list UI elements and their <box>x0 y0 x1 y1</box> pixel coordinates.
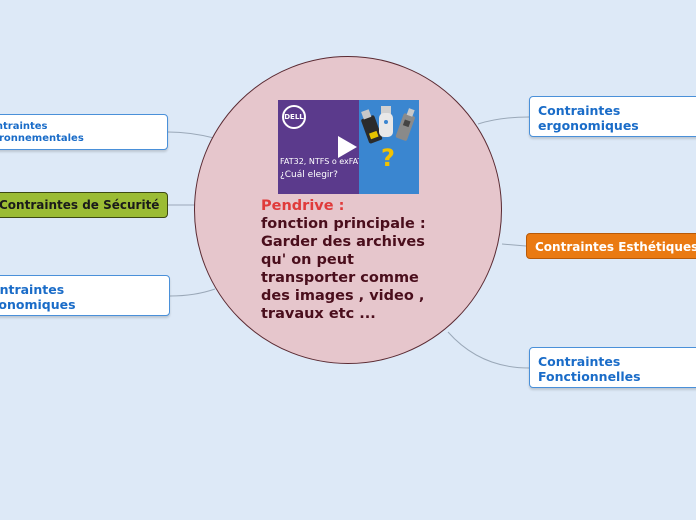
connector-economiques <box>169 288 216 297</box>
node-label: Contraintes Esthétiques <box>535 240 696 254</box>
node-label-line1: ontraintes <box>0 121 48 132</box>
thumbnail-caption-2: ¿Cuál elegir? <box>280 170 338 180</box>
video-thumbnail[interactable]: DELL FAT32, NTFS o exFAT ¿Cuál elegir? ? <box>278 100 419 194</box>
node-contraintes-ergonomiques[interactable]: Contraintes ergonomiques <box>529 96 696 137</box>
question-mark-icon: ? <box>381 144 395 172</box>
dell-logo: DELL <box>282 105 306 129</box>
node-label-line1: ontraintes <box>0 282 65 297</box>
connector-environnementales <box>167 131 215 139</box>
thumbnail-caption-1: FAT32, NTFS o exFAT <box>280 157 363 166</box>
node-label-line1: Contraintes <box>538 354 621 369</box>
connector-fonctionnelles <box>447 331 530 369</box>
play-icon[interactable] <box>338 136 357 158</box>
node-contraintes-environnementales[interactable]: ontraintes vironnementales <box>0 114 168 150</box>
node-contraintes-securite[interactable]: Contraintes de Sécurité <box>0 192 168 218</box>
thumbnail-left-panel: DELL FAT32, NTFS o exFAT ¿Cuál elegir? <box>278 100 363 194</box>
connector-esthetiques <box>501 243 527 247</box>
usb-drive-icon: ? <box>361 106 415 172</box>
node-label-line2: vironnementales <box>0 133 84 144</box>
node-label-line1: Contraintes <box>538 103 621 118</box>
central-description: fonction principale : Garder des archive… <box>261 216 426 322</box>
node-contraintes-economiques[interactable]: ontraintes conomiques <box>0 275 170 316</box>
node-contraintes-fonctionnelles[interactable]: Contraintes Fonctionnelles <box>529 347 696 388</box>
central-title: Pendrive : <box>261 198 345 214</box>
node-label-line2: ergonomiques <box>538 118 639 133</box>
central-topic-text: Pendrive : fonction principale : Garder … <box>261 197 441 323</box>
node-label: Contraintes de Sécurité <box>0 198 160 212</box>
node-label-line2: conomiques <box>0 297 76 312</box>
node-label-line2: Fonctionnelles <box>538 369 641 384</box>
node-contraintes-esthetiques[interactable]: Contraintes Esthétiques <box>526 233 696 259</box>
connector-ergonomiques <box>477 116 530 125</box>
